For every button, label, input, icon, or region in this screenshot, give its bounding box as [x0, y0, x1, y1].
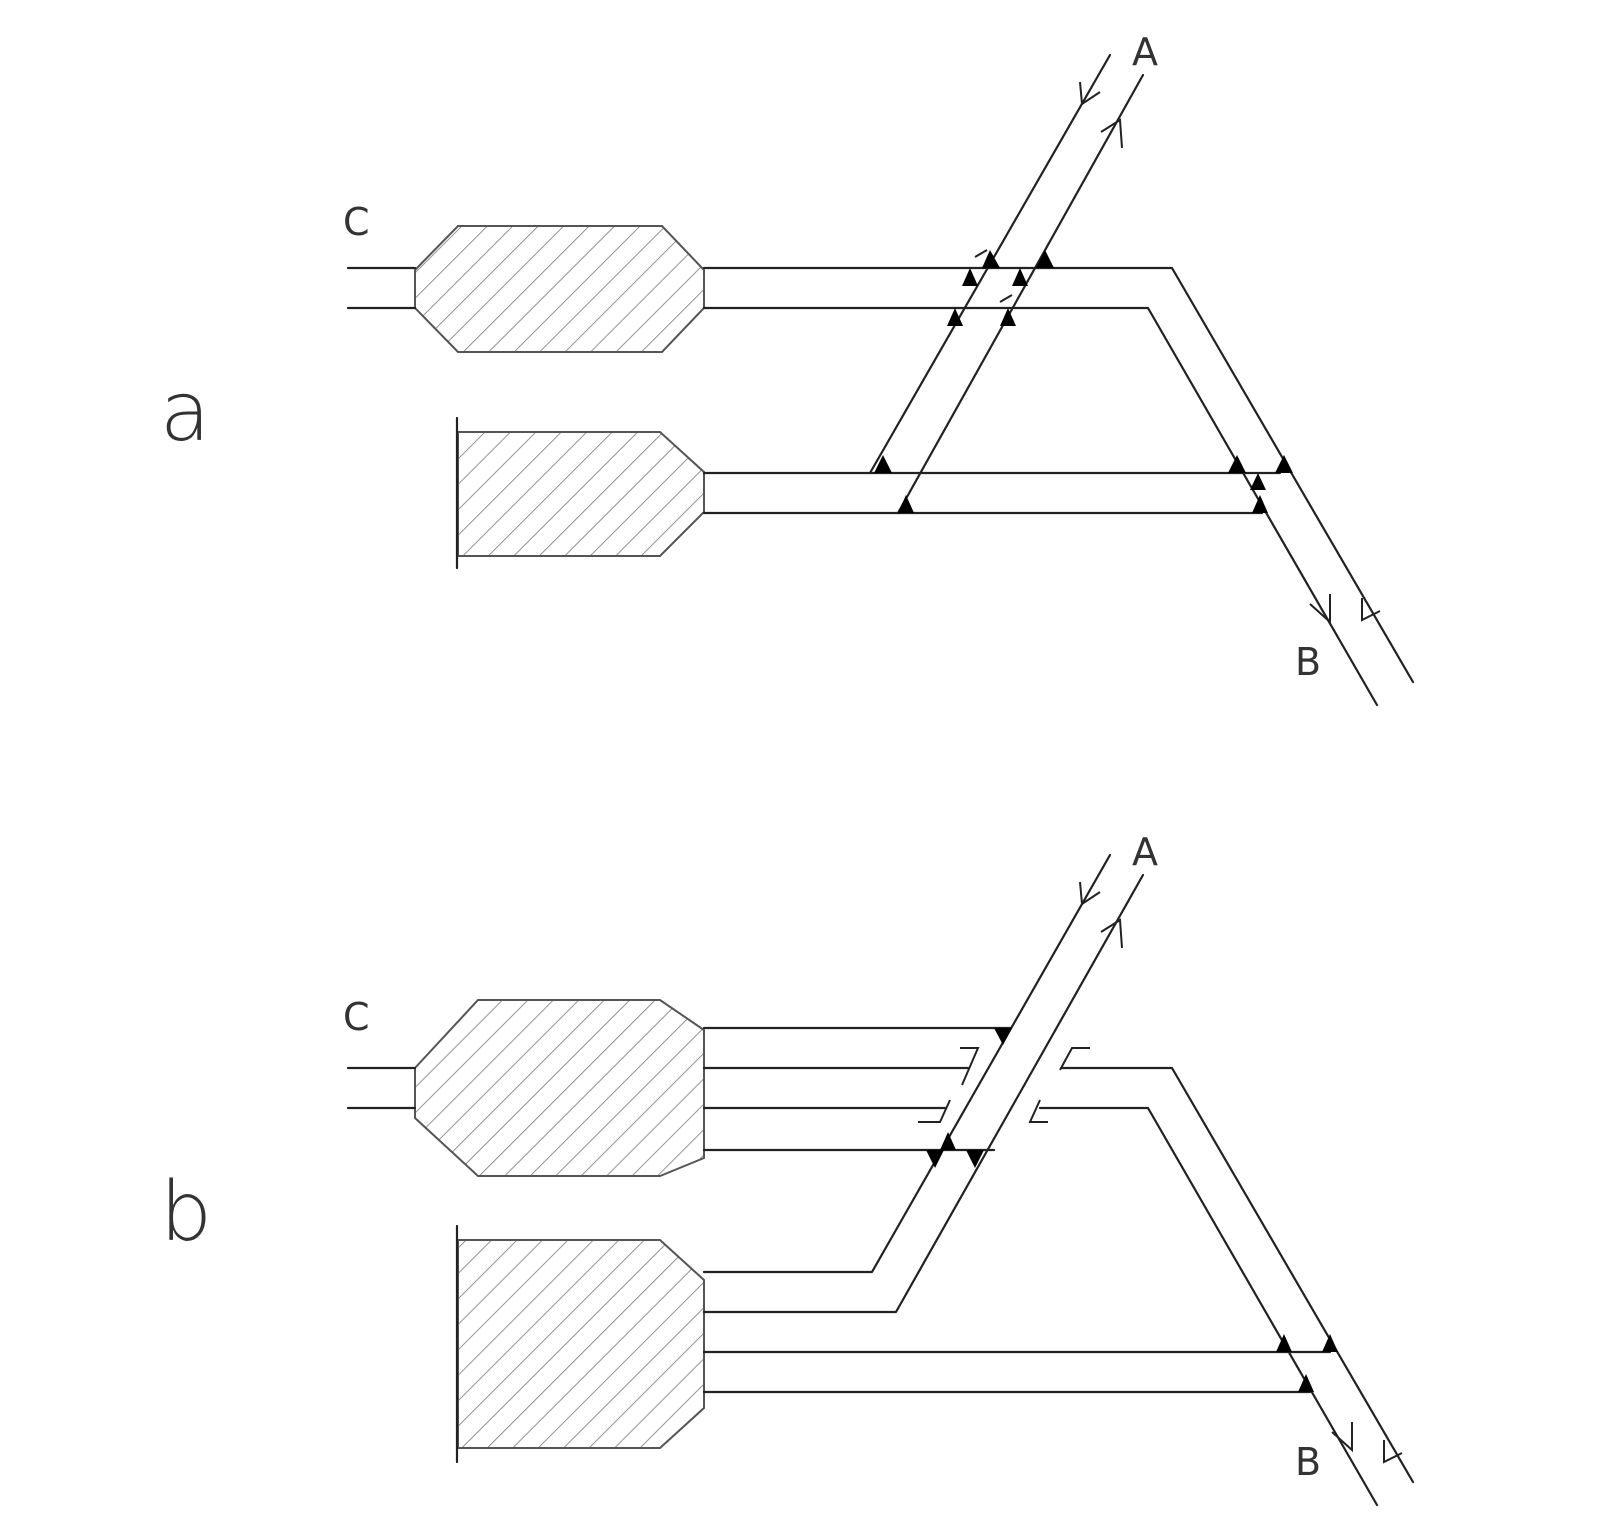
diamond-dash-2-a	[999, 294, 1013, 303]
arrow-up-a-bottom	[1100, 918, 1123, 949]
upper-track-3-right-b	[1038, 1106, 1379, 1507]
frog-5-a	[947, 308, 963, 326]
lower-track-2-b	[702, 873, 1145, 1314]
bridge-bracket-2-b	[918, 1099, 951, 1123]
label-a: A	[1132, 830, 1158, 874]
panel-label-b: b	[160, 1165, 212, 1260]
upper-platform-b	[414, 999, 705, 1177]
frog-7-a	[874, 455, 892, 473]
label-b: B	[1295, 1440, 1321, 1484]
diagram-a: a C A B	[160, 30, 1415, 707]
frog-3-a	[962, 268, 978, 286]
label-a: A	[1132, 30, 1158, 74]
upper-track-outer-a	[702, 266, 1415, 684]
arrow-down-b-bottom	[1331, 1422, 1353, 1453]
panel-label-a: a	[160, 365, 210, 460]
upper-track-inner-a	[702, 306, 1379, 707]
frog-2-a	[1036, 250, 1054, 268]
arrow-up-b-bottom	[1383, 1440, 1403, 1464]
arrow-down-a-bottom	[1079, 881, 1101, 906]
bridge-bracket-4-b	[1028, 1099, 1048, 1123]
frog-3-b	[926, 1150, 944, 1168]
frog-8-a	[898, 495, 914, 513]
frog-10-a	[1275, 455, 1293, 473]
lower-track-1-b	[702, 853, 1112, 1274]
frog-4-b	[966, 1150, 984, 1168]
frog-1-a	[982, 250, 1000, 268]
diamond-dash-1-a	[974, 249, 988, 258]
arrow-down-a-top	[1079, 81, 1101, 106]
frog-9-a	[1228, 455, 1246, 473]
lower-platform-a	[457, 431, 705, 557]
frog-4-a	[1012, 268, 1028, 286]
frog-2-b	[940, 1132, 956, 1150]
label-c: C	[343, 995, 370, 1039]
bridge-bracket-1-b	[960, 1047, 980, 1086]
frog-11-a	[1250, 473, 1266, 490]
arrow-up-a-top	[1100, 118, 1123, 149]
bridge-bracket-3-b	[1059, 1047, 1090, 1071]
frog-12-a	[1252, 495, 1268, 513]
frog-7-b	[1298, 1374, 1314, 1392]
upper-platform-a	[414, 225, 705, 353]
frog-5-b	[1276, 1334, 1292, 1352]
label-b: B	[1295, 640, 1321, 684]
lower-platform-b	[457, 1239, 705, 1449]
frog-1-b	[994, 1028, 1012, 1045]
arrow-down-b-top	[1309, 594, 1331, 625]
frog-6-b	[1322, 1334, 1338, 1352]
arrow-up-b-top	[1361, 598, 1381, 622]
diagram-b: b C A B	[160, 830, 1415, 1507]
frog-6-a	[1000, 308, 1016, 326]
diagonal-track-right-a	[896, 73, 1145, 515]
upper-track-2-right-b	[1060, 1066, 1415, 1484]
label-c: C	[343, 200, 370, 244]
